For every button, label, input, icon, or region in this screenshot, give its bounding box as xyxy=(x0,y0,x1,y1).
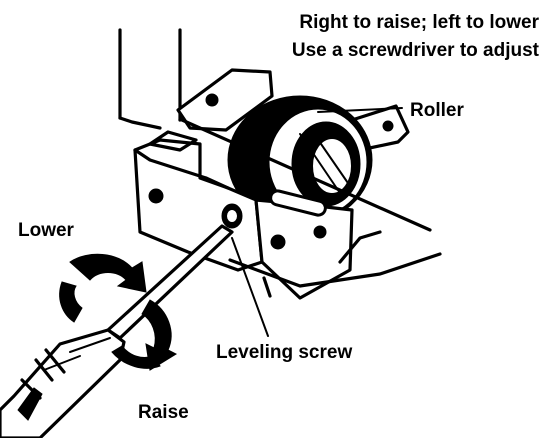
roller-wheel xyxy=(227,95,373,225)
leader-lines xyxy=(231,107,403,337)
lower-arrow-icon xyxy=(59,253,147,323)
instruction-line-2: Use a screwdriver to adjust xyxy=(292,40,540,61)
screwdriver-icon xyxy=(0,224,234,438)
raise-arrow-icon xyxy=(111,299,178,371)
floor-lines xyxy=(180,118,442,298)
roller-label: Roller xyxy=(410,100,464,121)
raise-label: Raise xyxy=(138,402,189,423)
leveling-screw-label: Leveling screw xyxy=(216,342,352,363)
lower-label: Lower xyxy=(18,220,75,241)
instruction-line-1: Right to raise; left to lower xyxy=(299,12,539,33)
bracket-body xyxy=(133,130,354,300)
leveling-screw-icon xyxy=(221,203,243,229)
